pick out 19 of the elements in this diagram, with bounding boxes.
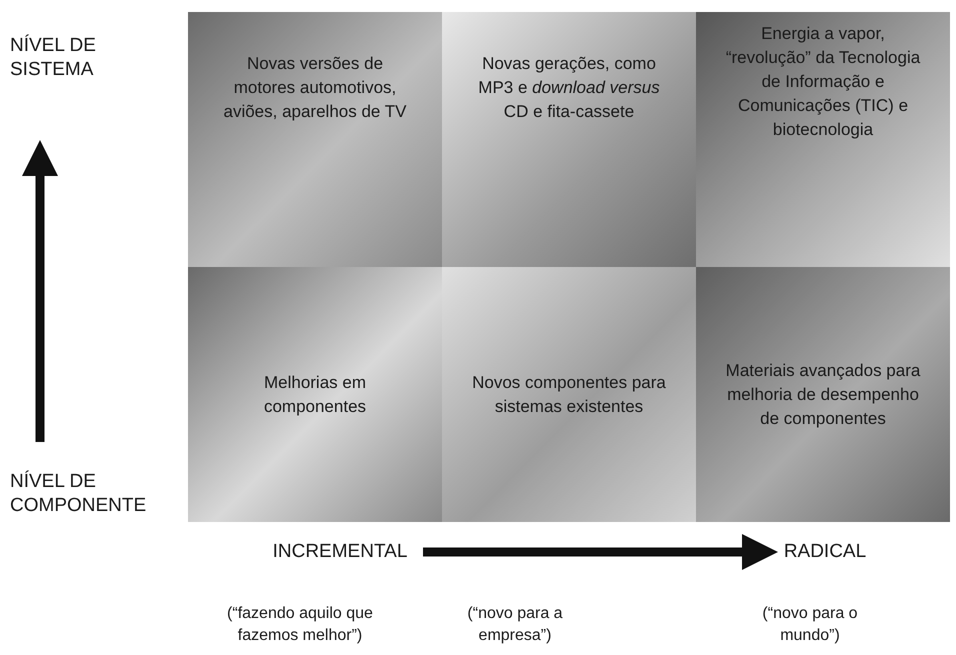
axis-label: NÍVEL DE SISTEMA [10, 34, 97, 82]
axis-note: (“fazendo aquilo que fazemos melhor”) [226, 604, 374, 646]
matrix-cell [696, 12, 950, 267]
cell-text: Melhorias em componentes [262, 372, 368, 418]
cell-text: Novas versões de motores automotivos, aviões, aparelhos de TV [222, 53, 408, 123]
matrix-cell [442, 12, 696, 267]
matrix-cell [188, 267, 442, 522]
cell-text: Novas gerações, como MP3 e download versus CD e fita-cassete [477, 53, 661, 123]
axis-label: NÍVEL DE COMPONENTE [10, 470, 148, 518]
cell-text: Materiais avançados para melhoria de desempenho de componentes [724, 360, 922, 430]
cell-text: Energia a vapor, “revolução” da Tecnologia de Informação e Comunicações (TIC) e biotecnologia [724, 23, 922, 141]
axis-note: (“novo para o mundo”) [761, 604, 859, 646]
axis-note: (“novo para a empresa”) [466, 604, 564, 646]
axis-label: RADICAL [782, 540, 868, 564]
matrix-cell [442, 267, 696, 522]
cell-text: Novos componentes para sistemas existentes [471, 372, 667, 418]
matrix-cell [188, 12, 442, 267]
axis-label: INCREMENTAL [272, 540, 408, 564]
matrix-cell [696, 267, 950, 522]
